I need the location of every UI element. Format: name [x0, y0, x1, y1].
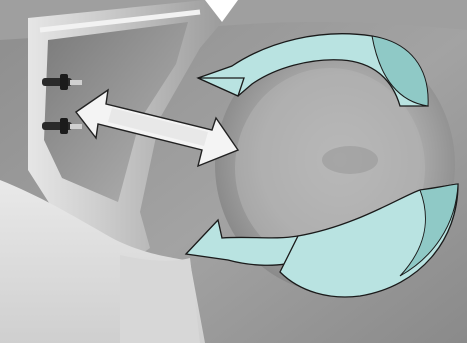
joint-dome-hub	[322, 146, 378, 174]
base-shadow	[120, 255, 200, 343]
